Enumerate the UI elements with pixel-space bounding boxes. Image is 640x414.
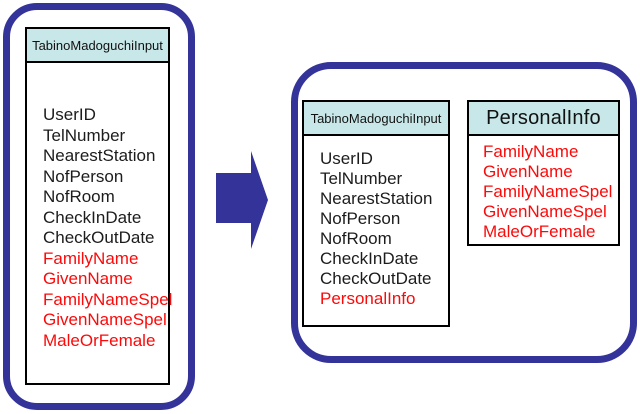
class-field: CheckOutDate [43,228,155,247]
arrow-shape [216,151,268,249]
class-field: NofPerson [43,166,124,186]
class-field: FamilyNameSpel [43,289,173,309]
class-field-list: FamilyName GivenName FamilyNameSpel Give… [469,136,618,242]
class-box-title: TabinoMadoguchiInput [27,29,168,63]
class-field: GivenNameSpel [43,310,167,329]
class-field: MaleOrFemale [483,222,596,241]
class-field: UserID [320,149,373,168]
class-field: NofRoom [320,229,392,248]
class-field: CheckOutDate [320,269,432,288]
class-field: NearestStation [320,189,433,208]
class-field: CheckInDate [43,207,142,227]
transform-arrow-icon [216,151,268,249]
class-field: FamilyName [483,142,579,161]
before-panel: TabinoMadoguchiInput UserID TelNumber Ne… [3,3,195,410]
class-field: NofPerson [320,209,401,228]
class-field: NearestStation [43,146,156,165]
after-panel: TabinoMadoguchiInput UserID TelNumber Ne… [291,62,637,363]
class-field-list: UserID TelNumber NearestStation NofPerso… [27,63,173,351]
class-field: UserID [43,105,96,124]
class-field: MaleOrFemale [43,330,156,350]
class-field: GivenName [483,162,573,181]
class-field-list: UserID TelNumber NearestStation NofPerso… [304,136,448,309]
class-field: TelNumber [320,169,403,188]
class-field: TelNumber [43,125,126,145]
class-field: CheckInDate [320,249,419,268]
class-field: NofRoom [43,187,115,206]
class-box-before: TabinoMadoguchiInput UserID TelNumber Ne… [25,27,173,385]
class-box-after-main: TabinoMadoguchiInput UserID TelNumber Ne… [302,100,450,327]
class-field: FamilyNameSpel [483,182,613,201]
class-field: GivenNameSpel [483,202,607,221]
class-field: FamilyName [43,248,139,268]
class-field: GivenName [43,269,133,288]
class-box-after-extracted: PersonalInfo FamilyName GivenName Family… [467,100,620,246]
class-box-title: PersonalInfo [469,102,618,136]
class-box-title: TabinoMadoguchiInput [304,102,448,136]
class-field: PersonalInfo [320,289,416,308]
